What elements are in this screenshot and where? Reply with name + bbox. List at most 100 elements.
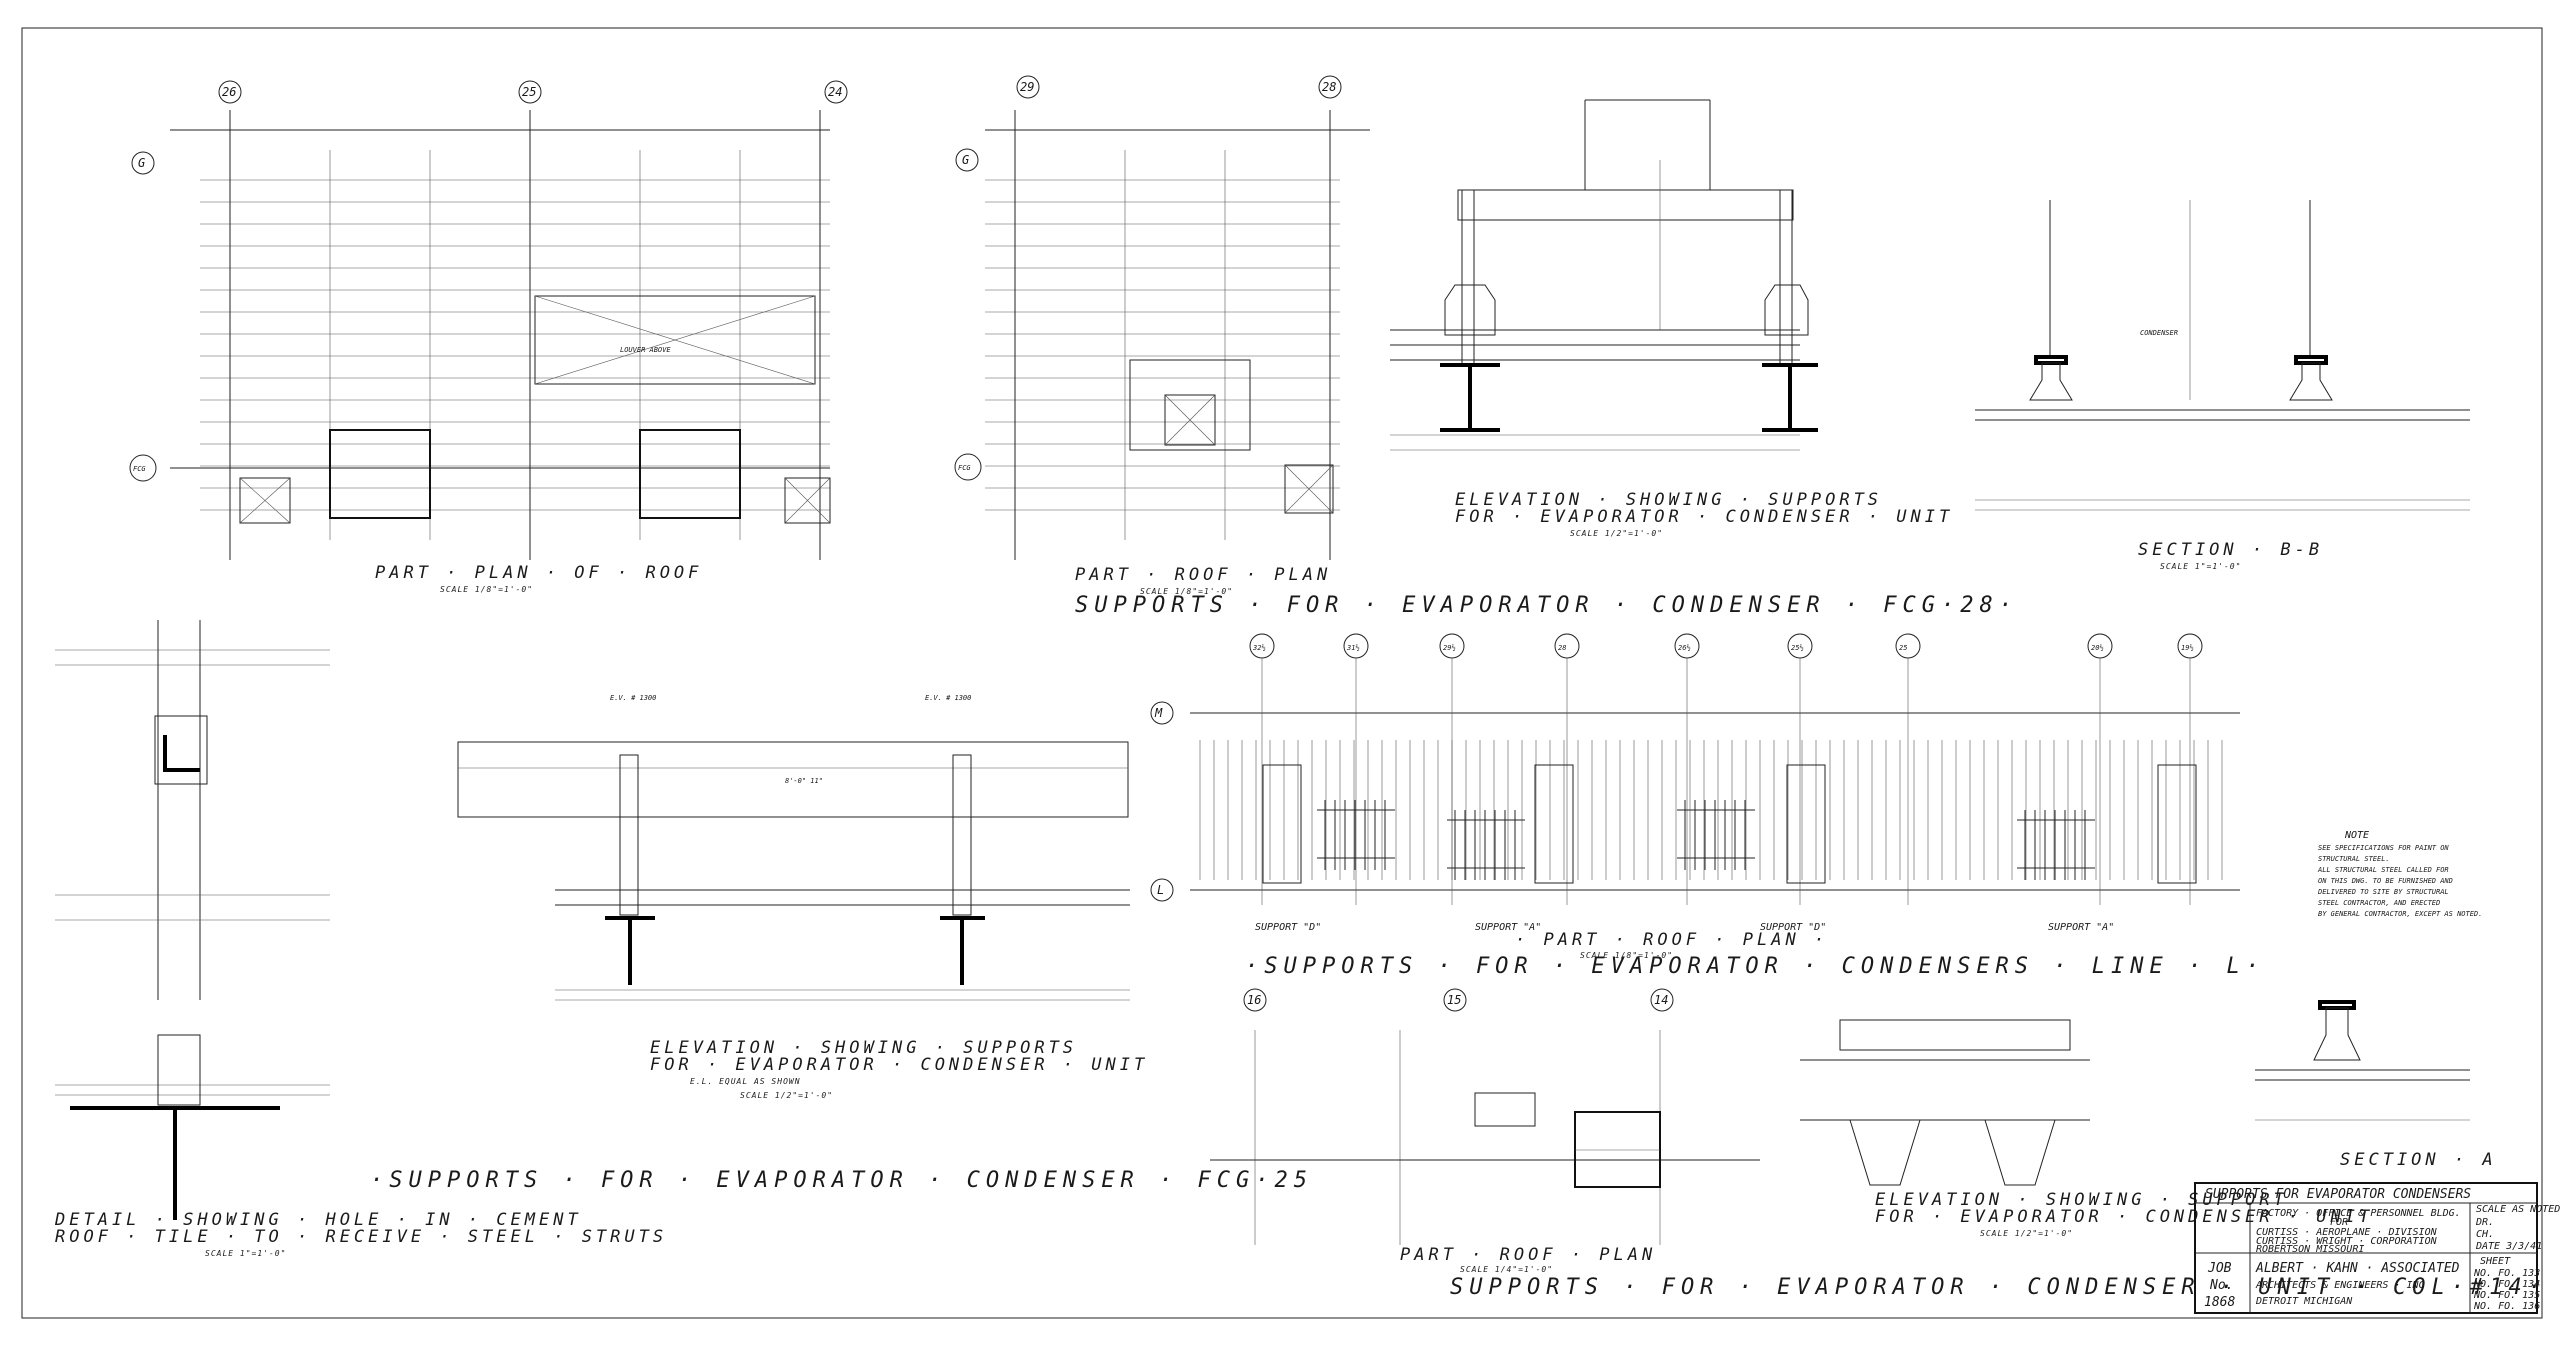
row-label: G bbox=[138, 156, 145, 170]
tb-sheet-ref: NO. FO. 134 bbox=[2473, 1279, 2540, 1290]
louver-above-label: LOUVER ABOVE bbox=[620, 346, 671, 354]
tb-architect: ARCHITECTS & ENGINEERS · INC bbox=[2255, 1280, 2425, 1291]
tb-job-no-label: No. bbox=[2209, 1278, 2233, 1293]
tb-sheet-ref: NO. FO. 135 bbox=[2473, 1290, 2540, 1301]
view-title: FOR · EVAPORATOR · CONDENSER · UNIT bbox=[1875, 1207, 2373, 1227]
tb-job-label: JOB bbox=[2207, 1261, 2232, 1276]
row-label: FCG bbox=[133, 465, 146, 473]
view-scale: SCALE 1/8"=1'-0" bbox=[1580, 951, 1673, 960]
grid-bubble bbox=[1150, 878, 1174, 902]
tb-project: ROBERTSON MISSOURI bbox=[2256, 1244, 2364, 1255]
tb-side-ref: SCALE AS NOTED bbox=[2476, 1204, 2560, 1215]
view-title: ELEVATION · SHOWING · SUPPORT bbox=[1875, 1190, 2288, 1210]
condenser-label: CONDENSER bbox=[2140, 329, 2178, 337]
row-label: M bbox=[1154, 706, 1163, 720]
elevation-center-view: E.V. # 1300 E.V. # 1300 8'-0" 11" bbox=[457, 694, 1130, 1001]
view-title: SECTION · A bbox=[2340, 1150, 2497, 1170]
ev-label: E.V. # 1300 bbox=[925, 694, 971, 702]
section-bb-view: CONDENSER bbox=[1975, 200, 2470, 511]
title-block: SUPPORTS FOR EVAPORATOR CONDENSERS FACTO… bbox=[2194, 1182, 2560, 1314]
grid-label: 26 bbox=[222, 85, 236, 99]
main-title-fcg28: SUPPORTS · FOR · EVAPORATOR · CONDENSER … bbox=[1075, 593, 2018, 618]
tb-sheet-ref: NO. FO. 136 bbox=[2473, 1301, 2540, 1312]
tb-project: CURTISS · WRIGHT · CORPORATION bbox=[2256, 1236, 2438, 1247]
row-label: L bbox=[1157, 883, 1164, 897]
note-line: DELIVERED TO SITE BY STRUCTURAL bbox=[2317, 888, 2449, 896]
grid-bubble bbox=[218, 80, 242, 104]
ev-label: E.V. # 1300 bbox=[610, 694, 656, 702]
note-line: BY GENERAL CONTRACTOR, EXCEPT AS NOTED. bbox=[2318, 910, 2482, 918]
row-label: G bbox=[962, 153, 969, 167]
support-grids bbox=[1317, 800, 2095, 880]
grid-marks-col14: 16 15 14 bbox=[1243, 988, 1674, 1012]
view-scale: SCALE 1/4"=1'-0" bbox=[1460, 1265, 1553, 1274]
grid-label: 16 bbox=[1247, 993, 1261, 1007]
view-title: ELEVATION · SHOWING · SUPPORTS bbox=[650, 1038, 1077, 1058]
grid-label: 20½ bbox=[2091, 644, 2104, 652]
grid-label: 26½ bbox=[1678, 644, 1691, 652]
support-label: SUPPORT "D" bbox=[1255, 922, 1321, 933]
view-title: SECTION · B-B bbox=[2138, 540, 2323, 560]
part-plan-of-roof-view: LOUVER ABOVE bbox=[170, 110, 831, 560]
grid-bubble bbox=[131, 151, 155, 175]
support-label: SUPPORT "D" bbox=[1760, 922, 1826, 933]
view-scale: SCALE 1/2"=1'-0" bbox=[1570, 529, 1663, 538]
grid-bubble bbox=[1318, 75, 1342, 99]
note-line: ON THIS DWG. TO BE FURNISHED AND bbox=[2318, 877, 2453, 885]
grid-label: 28 bbox=[1322, 80, 1336, 94]
dim-label: 8'-0" 11" bbox=[785, 777, 823, 785]
grid-label: 15 bbox=[1447, 993, 1461, 1007]
grid-marks-top-mid: 29 28 G FCG bbox=[954, 75, 1342, 481]
grid-bubble bbox=[955, 148, 979, 172]
elevation-col14-view bbox=[1800, 1019, 2090, 1186]
roof-plan-2-hlines bbox=[985, 179, 1340, 511]
part-roof-plan-view bbox=[985, 110, 1370, 560]
tb-project: FACTORY · OFFICE & PERSONNEL BLDG. bbox=[2256, 1208, 2461, 1219]
grid-label: 25½ bbox=[1791, 644, 1804, 652]
general-note: NOTE SEE SPECIFICATIONS FOR PAINT ONSTRU… bbox=[2317, 830, 2482, 918]
grid-bubble bbox=[129, 454, 157, 482]
grid-label: 25 bbox=[522, 85, 536, 99]
grid-label: 25 bbox=[1899, 644, 1907, 652]
grid-marks-top-left: 26 25 24 G FCG bbox=[129, 80, 848, 482]
view-scale: SCALE 1"=1'-0" bbox=[2160, 562, 2241, 571]
grid-bubble bbox=[1650, 988, 1674, 1012]
view-scale: SCALE 1/8"=1'-0" bbox=[1140, 587, 1233, 596]
view-title: DETAIL · SHOWING · HOLE · IN · CEMENT bbox=[54, 1210, 582, 1230]
grid-bubble bbox=[1150, 701, 1174, 725]
roof-plan-1-hlines bbox=[200, 179, 830, 511]
tb-sheet-label: SHEET bbox=[2480, 1256, 2511, 1267]
tb-side-ref: DATE 3/3/41 bbox=[2475, 1241, 2542, 1252]
grid-bubble bbox=[954, 453, 982, 481]
main-title-line-l: ·SUPPORTS · FOR · EVAPORATOR · CONDENSER… bbox=[1245, 954, 2265, 979]
main-title-col14: SUPPORTS · FOR · EVAPORATOR · CONDENSER … bbox=[1450, 1275, 2547, 1300]
tb-architect: DETROIT MICHIGAN bbox=[2255, 1296, 2353, 1307]
grid-label: 31½ bbox=[1346, 644, 1360, 652]
sheet-border bbox=[21, 27, 2543, 1319]
grid-label: 29 bbox=[1020, 80, 1034, 94]
view-scale: SCALE 1/2"=1'-0" bbox=[1980, 1229, 2073, 1238]
grid-bubble bbox=[1243, 988, 1267, 1012]
grid-label: 24 bbox=[828, 85, 842, 99]
detail-hole-view bbox=[55, 620, 330, 1220]
view-scale: SCALE 1"=1'-0" bbox=[205, 1249, 286, 1258]
line-l-vlines bbox=[1199, 700, 2223, 905]
grid-label: 29½ bbox=[1443, 644, 1456, 652]
view-title: PART · PLAN · OF · ROOF bbox=[375, 563, 702, 583]
row-label: FCG bbox=[958, 464, 971, 472]
tb-sheet-ref: NO. FO. 133 bbox=[2473, 1268, 2540, 1279]
note-line: STEEL CONTRACTOR, AND ERECTED bbox=[2318, 899, 2440, 907]
line-l-roof-plan-view bbox=[1190, 700, 2240, 905]
grid-bubble bbox=[824, 80, 848, 104]
tb-project: CURTISS · AEROPLANE · DIVISION bbox=[2256, 1227, 2438, 1238]
main-title-fcg25: ·SUPPORTS · FOR · EVAPORATOR · CONDENSER… bbox=[370, 1168, 1313, 1193]
tb-architect: ALBERT · KAHN · ASSOCIATED bbox=[2255, 1261, 2460, 1276]
view-scale: SCALE 1/2"=1'-0" bbox=[740, 1091, 833, 1100]
grid-bubble bbox=[1443, 988, 1467, 1012]
grid-bubble bbox=[1016, 75, 1040, 99]
grid-label: 19½ bbox=[2181, 644, 2194, 652]
note-heading: NOTE bbox=[2344, 830, 2369, 841]
tb-side-ref: CH. bbox=[2476, 1229, 2494, 1240]
